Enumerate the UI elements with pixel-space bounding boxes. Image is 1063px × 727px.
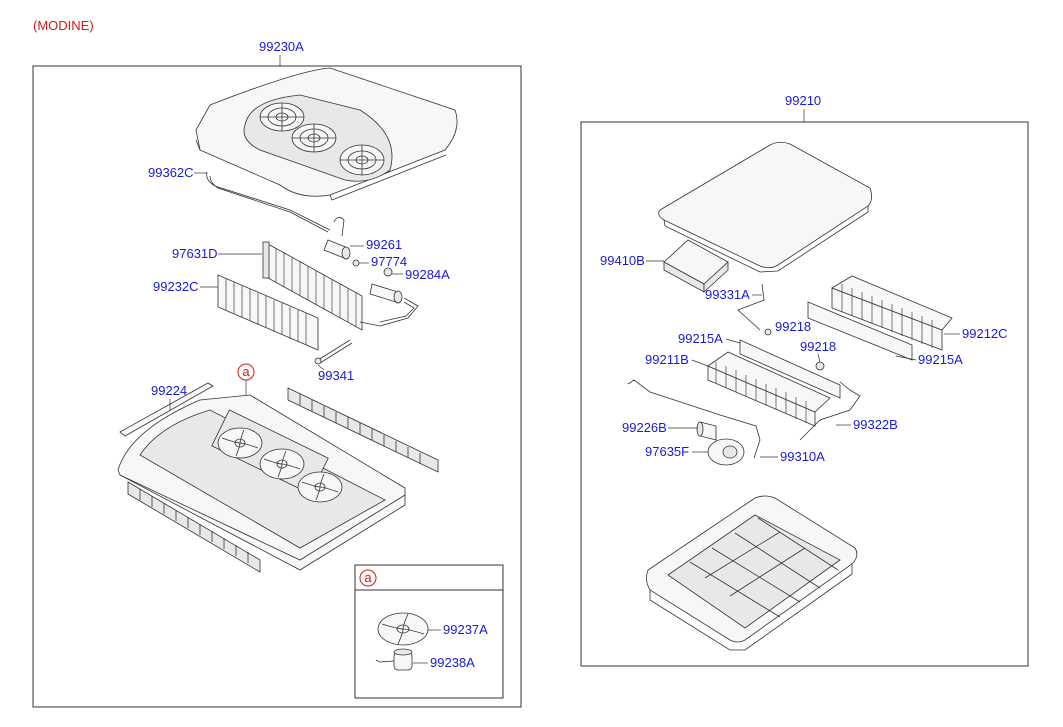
bottom-tray[interactable] bbox=[646, 495, 858, 651]
cover-fan-1-icon bbox=[259, 102, 305, 132]
callout-99310A[interactable]: 99310A bbox=[780, 449, 825, 464]
callout-97631D[interactable]: 97631D bbox=[172, 246, 218, 261]
callout-99341[interactable]: 99341 bbox=[318, 368, 354, 383]
callout-99331A[interactable]: 99331A bbox=[705, 287, 750, 302]
callout-99218-b[interactable]: 99218 bbox=[800, 339, 836, 354]
clip-part bbox=[333, 217, 345, 237]
panel-99215A-right[interactable] bbox=[807, 301, 913, 361]
callout-99211B[interactable]: 99211B bbox=[645, 352, 689, 367]
top-cover[interactable] bbox=[195, 67, 458, 201]
left-assembly-frame bbox=[32, 65, 522, 708]
seal-strip-99224[interactable] bbox=[119, 382, 214, 437]
callout-97635F[interactable]: 97635F bbox=[645, 444, 689, 459]
base-grille-left bbox=[127, 481, 261, 573]
base-housing[interactable] bbox=[117, 387, 439, 573]
refrigerant-pipe bbox=[359, 297, 419, 327]
callout-99218-a[interactable]: 99218 bbox=[775, 319, 811, 334]
pipe-99322B[interactable] bbox=[799, 381, 861, 441]
sensor-99218-b[interactable] bbox=[815, 361, 825, 371]
cover-plate[interactable] bbox=[658, 141, 872, 273]
callout-99224[interactable]: 99224 bbox=[151, 383, 187, 398]
base-fan-3-icon[interactable] bbox=[297, 471, 343, 503]
pipe-99331A[interactable] bbox=[737, 283, 765, 331]
fan-motor-99238A[interactable] bbox=[375, 648, 413, 671]
base-grille-right bbox=[287, 387, 439, 473]
callout-99238A[interactable]: 99238A bbox=[430, 655, 475, 670]
callout-99226B[interactable]: 99226B bbox=[622, 420, 667, 435]
variant-label: (MODINE) bbox=[33, 18, 94, 33]
base-fan-2-icon[interactable] bbox=[259, 448, 305, 480]
callout-99212C[interactable]: 99212C bbox=[962, 326, 1008, 341]
detail-box: a 99237A 99238A bbox=[354, 564, 504, 699]
base-fan-1-icon[interactable] bbox=[217, 427, 263, 459]
fan-blade-99237A[interactable] bbox=[377, 612, 429, 646]
drier-99261[interactable] bbox=[323, 239, 351, 260]
pipe-99310A[interactable] bbox=[627, 379, 761, 459]
callout-99284A[interactable]: 99284A bbox=[405, 267, 450, 282]
fitting-99341[interactable] bbox=[314, 339, 353, 365]
callout-99362C[interactable]: 99362C bbox=[148, 165, 194, 180]
hose-99362C[interactable] bbox=[206, 171, 331, 233]
right-assembly: 99210 99410B 99331A bbox=[580, 93, 1029, 667]
detail-marker-a-label: a bbox=[242, 364, 250, 379]
detail-box-marker: a bbox=[364, 570, 372, 585]
detail-marker-a[interactable]: a bbox=[237, 363, 255, 381]
callout-99410B[interactable]: 99410B bbox=[600, 253, 645, 268]
sensor-99218-a[interactable] bbox=[764, 328, 772, 336]
control-box-99410B[interactable] bbox=[663, 239, 729, 293]
part-99226B[interactable] bbox=[696, 421, 717, 441]
part-97635F[interactable] bbox=[707, 438, 745, 466]
core-99211B[interactable] bbox=[707, 351, 831, 427]
callout-97774[interactable]: 97774 bbox=[371, 254, 407, 269]
callout-99215A-left[interactable]: 99215A bbox=[678, 331, 723, 346]
left-assembly: 99230A bbox=[32, 39, 522, 708]
detail-box-marker-icon bbox=[359, 569, 377, 587]
callout-99237A[interactable]: 99237A bbox=[443, 622, 488, 637]
core-99232C[interactable] bbox=[217, 274, 319, 351]
valve-99284A[interactable] bbox=[369, 267, 403, 304]
right-assembly-frame bbox=[580, 121, 1029, 667]
core-97631D[interactable] bbox=[262, 241, 363, 331]
assembly-number-right[interactable]: 99210 bbox=[785, 93, 821, 108]
callout-99322B[interactable]: 99322B bbox=[853, 417, 898, 432]
panel-99215A-left[interactable] bbox=[739, 339, 841, 399]
assembly-number-left[interactable]: 99230A bbox=[259, 39, 304, 54]
callout-99215A-right[interactable]: 99215A bbox=[918, 352, 963, 367]
callout-99261[interactable]: 99261 bbox=[366, 237, 402, 252]
core-99212C[interactable] bbox=[831, 275, 953, 351]
switch-97774[interactable] bbox=[352, 259, 360, 267]
callout-99232C[interactable]: 99232C bbox=[153, 279, 199, 294]
cover-fan-3-icon bbox=[339, 144, 385, 176]
cover-fan-2-icon bbox=[291, 123, 337, 153]
